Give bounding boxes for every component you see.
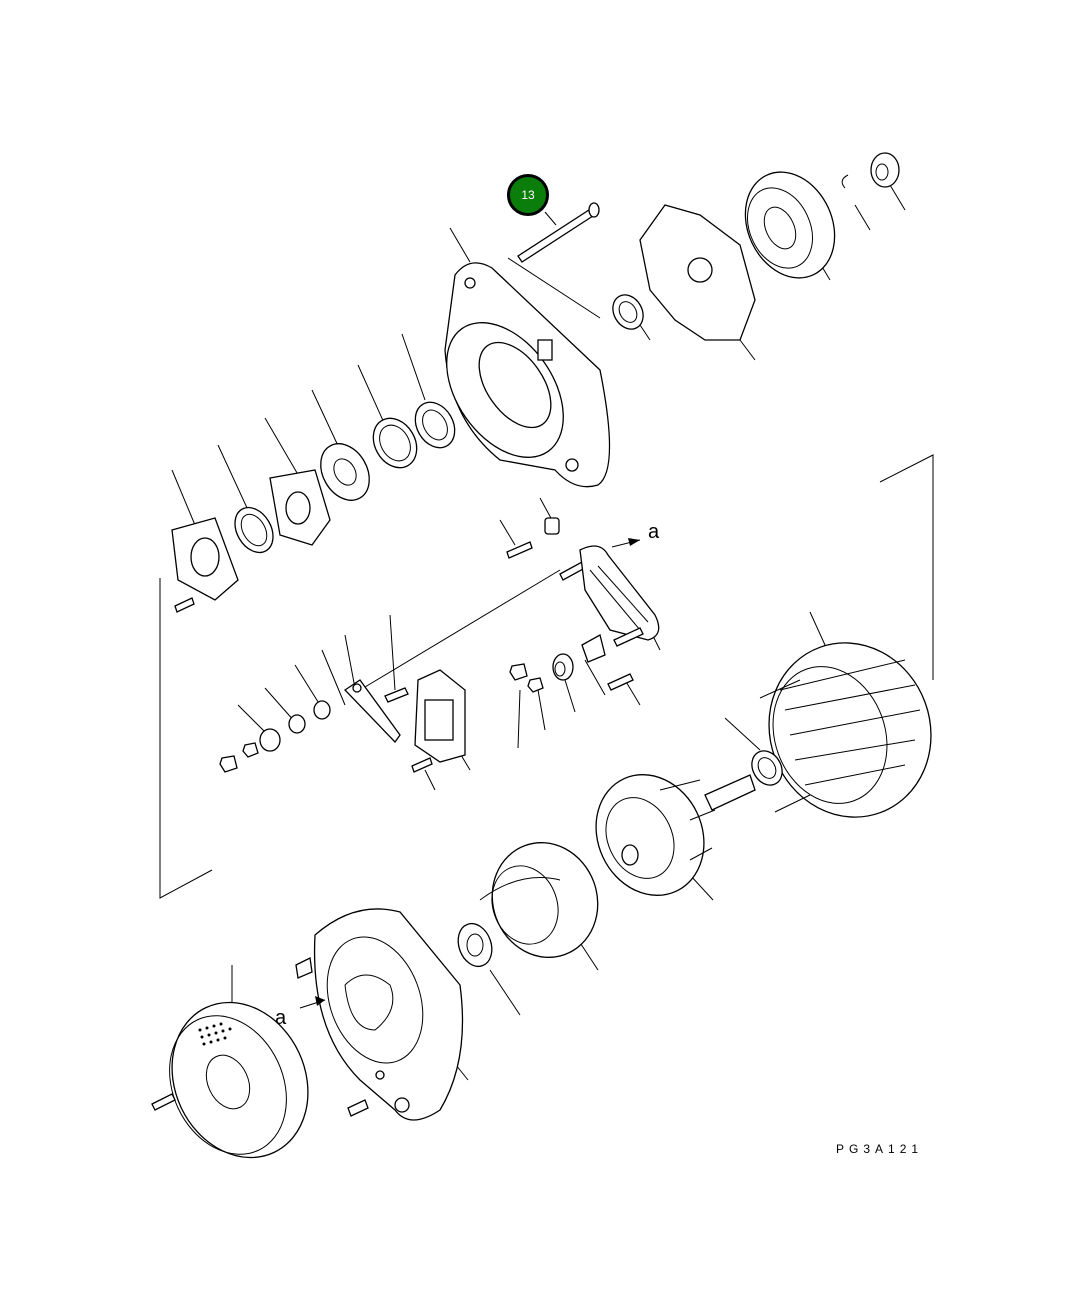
leader-lines <box>159 184 934 1081</box>
pulley-assembly <box>612 152 900 341</box>
through-bolt <box>517 202 600 263</box>
front-housing <box>444 262 611 488</box>
regulator-parts <box>219 517 660 773</box>
reference-label-a-lower: a <box>275 1007 287 1029</box>
stator <box>751 642 932 818</box>
rear-fan <box>457 842 599 968</box>
rear-housing <box>295 908 464 1121</box>
rear-cover <box>151 1001 309 1159</box>
callout-badge-13[interactable]: 13 <box>507 174 549 216</box>
rotor <box>595 774 756 896</box>
spacers-upper <box>171 401 456 613</box>
reference-label-a-upper: a <box>648 521 660 543</box>
drawing-code: PG3A121 <box>836 1142 924 1156</box>
